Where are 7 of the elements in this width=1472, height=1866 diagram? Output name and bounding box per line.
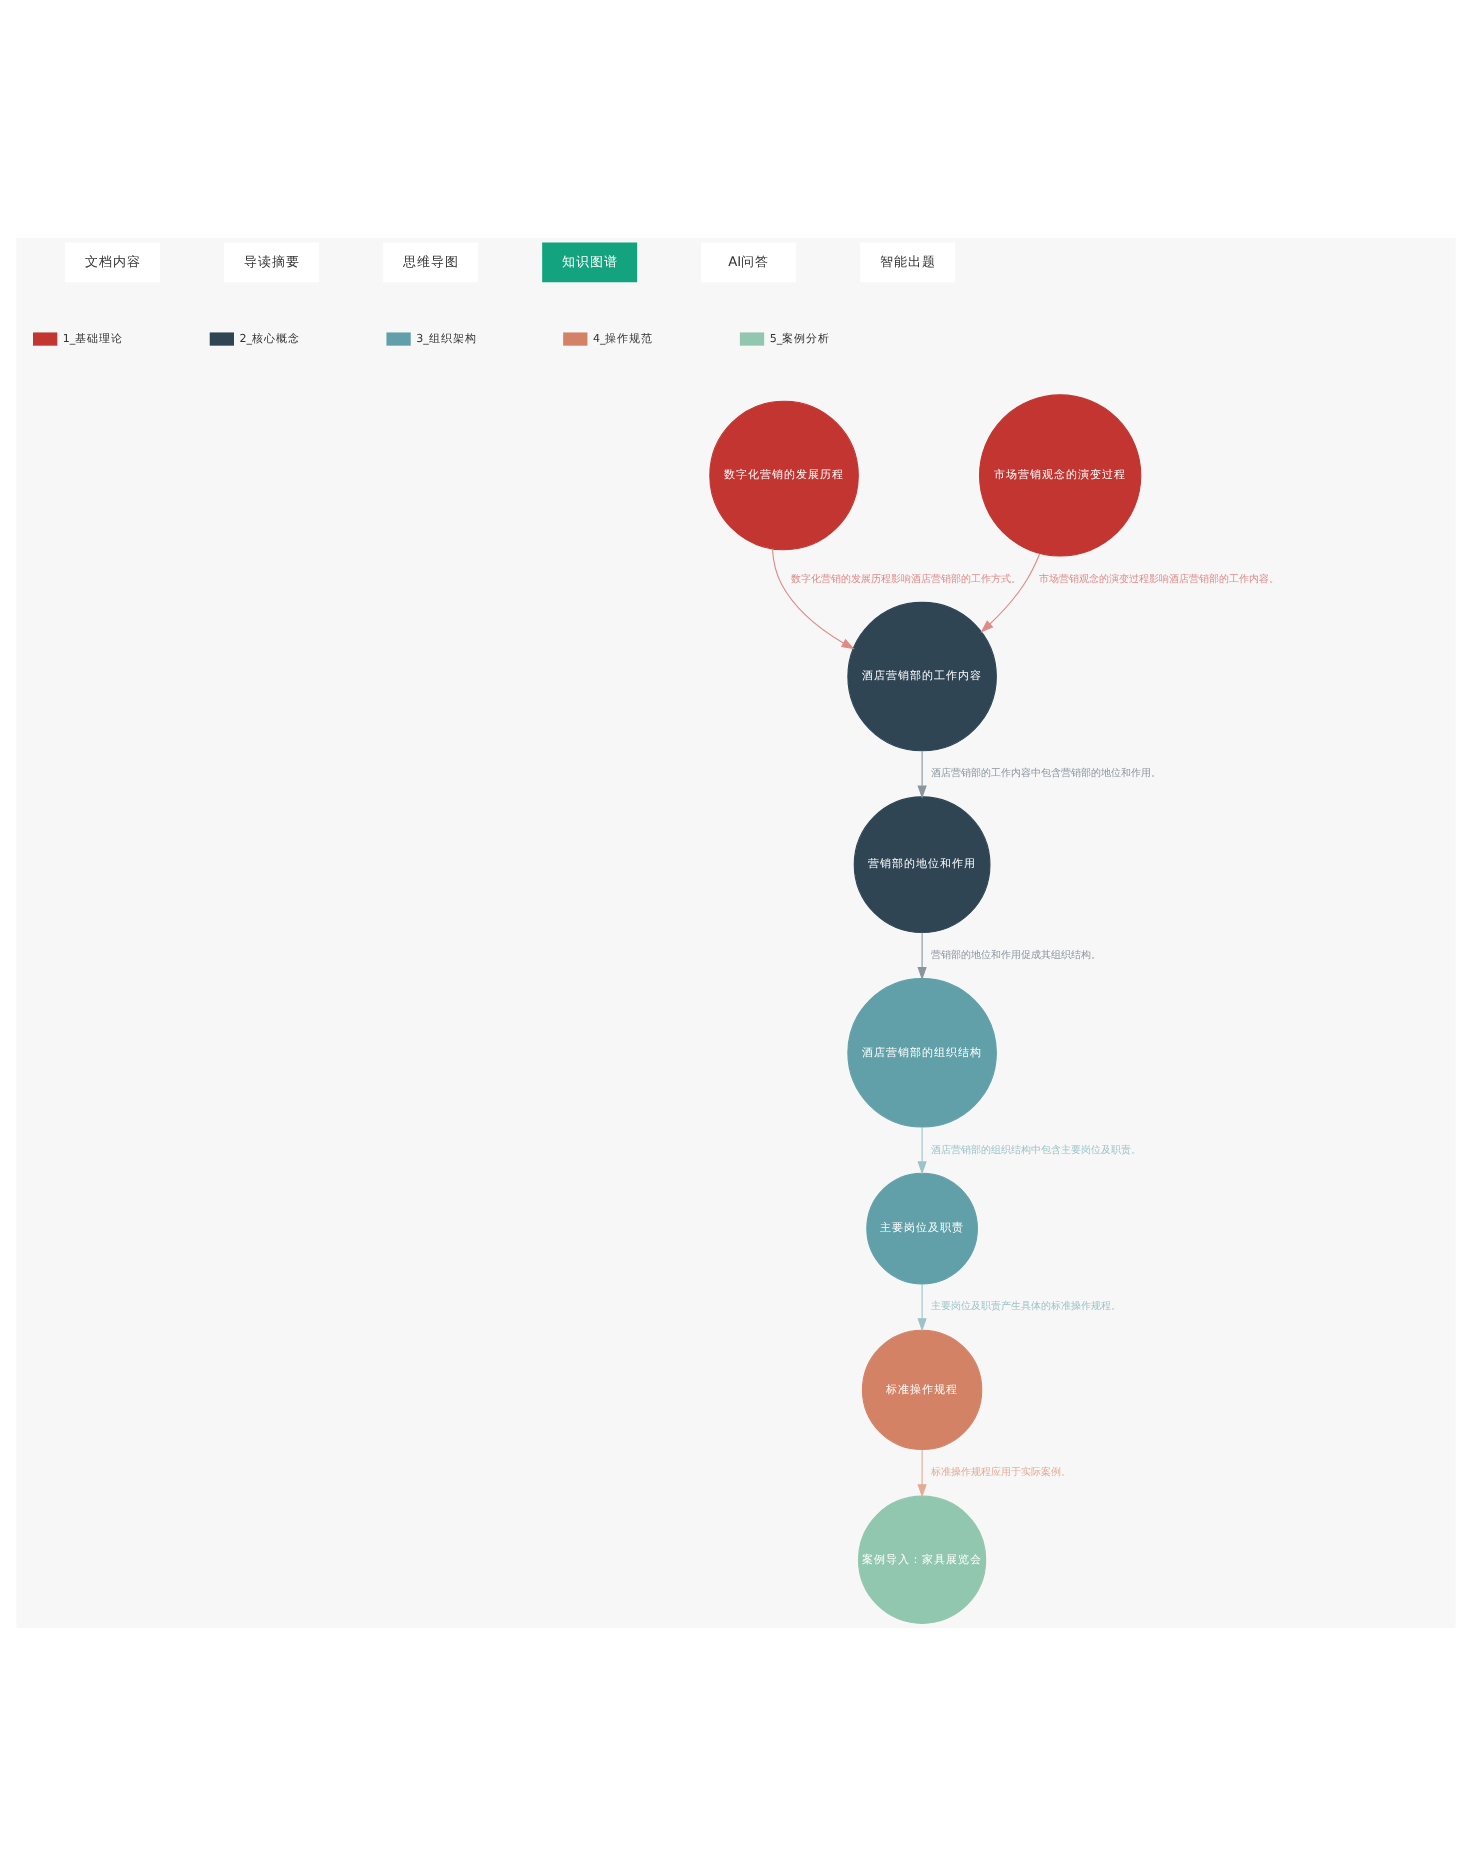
arrow — [917, 750, 927, 799]
arrow — [917, 1126, 927, 1175]
arrow — [917, 1283, 927, 1332]
arrow — [771, 548, 855, 650]
arrow — [917, 931, 927, 981]
arrow — [917, 1449, 927, 1498]
arrow — [980, 553, 1041, 633]
